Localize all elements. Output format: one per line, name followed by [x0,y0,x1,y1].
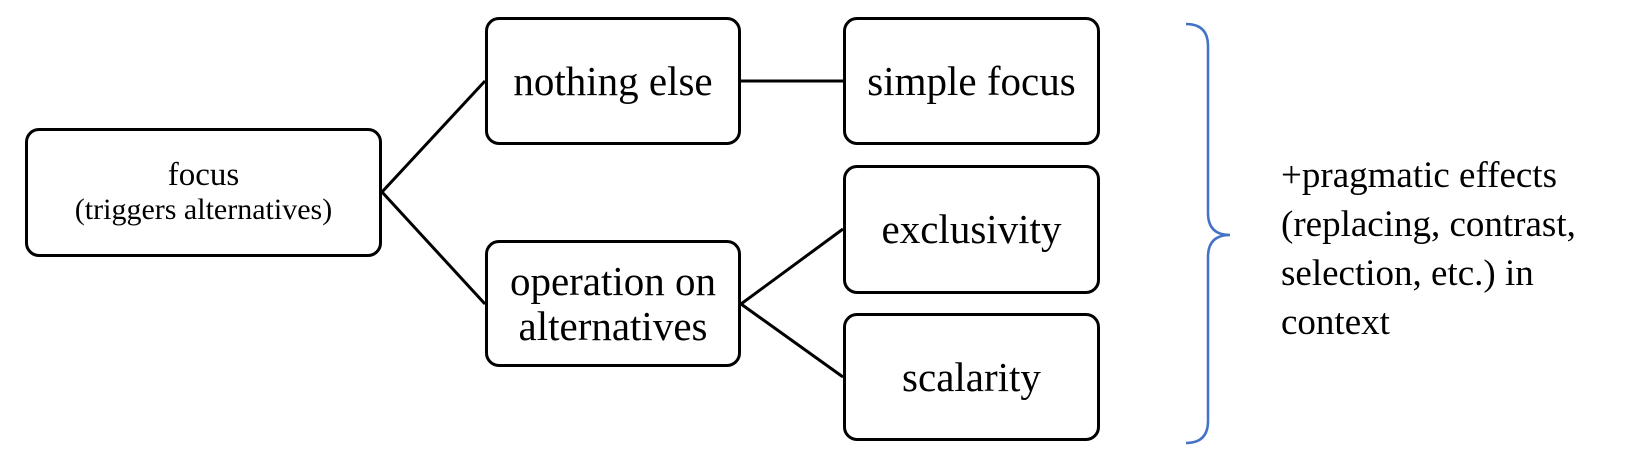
node-simple-focus: simple focus [843,17,1100,145]
node-scalarity-label: scalarity [902,353,1041,400]
node-exclusivity: exclusivity [843,165,1100,294]
node-nothing-else: nothing else [485,17,741,145]
note-line-1: +pragmatic effects [1281,155,1557,196]
connector-operation-to-scalarity [740,302,844,379]
right-curly-brace [1185,22,1231,445]
note-line-3: selection, etc.) in [1281,253,1534,294]
connectors [380,79,844,379]
node-nothing-else-label: nothing else [513,57,713,104]
node-focus: focus (triggers alternatives) [25,128,382,257]
node-focus-sublabel: (triggers alternatives) [74,193,333,227]
node-exclusivity-label: exclusivity [881,206,1062,253]
node-focus-label: focus [167,157,240,194]
node-simple-focus-label: simple focus [867,57,1076,104]
connector-focus-to-nothing-else [380,79,487,194]
node-operation-label-line2: alternatives [518,302,708,349]
node-operation-on-alternatives: operation on alternatives [485,240,741,367]
note-line-2: (replacing, contrast, [1281,204,1576,245]
note-line-4: context [1281,302,1390,343]
pragmatic-effects-note: +pragmatic effects (replacing, contrast,… [1281,151,1631,347]
connector-operation-to-exclusivity [740,227,844,306]
connector-focus-to-operation [380,190,487,306]
node-scalarity: scalarity [843,313,1100,441]
node-operation-label-line1: operation on [509,258,717,305]
